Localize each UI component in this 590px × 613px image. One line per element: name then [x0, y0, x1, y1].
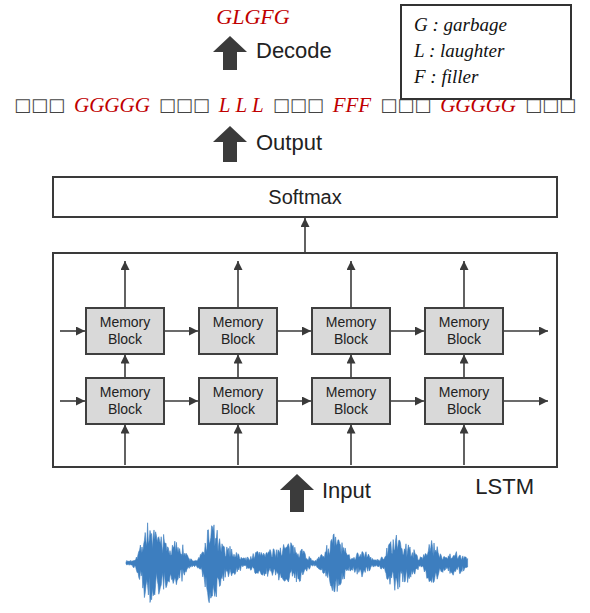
flow-arrow [237, 355, 239, 378]
blank-symbols: □□□ [273, 95, 324, 116]
blank-symbols: □□□ [14, 95, 65, 116]
box-label: Memory Block [319, 384, 383, 416]
signal-arrow [60, 400, 85, 402]
audio-waveform [126, 523, 468, 603]
box-label: Memory Block [93, 314, 157, 346]
softmax-layer: Softmax [52, 176, 558, 218]
flow-arrow [391, 400, 424, 402]
box-label: Memory Block [93, 384, 157, 416]
flow-arrow [278, 400, 311, 402]
signal-arrow [350, 425, 352, 465]
signal-arrow [124, 425, 126, 465]
stage-label: Decode [256, 38, 332, 63]
legend-entry: L : laughter [414, 38, 560, 64]
blank-symbols: □□□ [159, 95, 210, 116]
box-label: Memory Block [206, 384, 270, 416]
flow-arrow [165, 400, 198, 402]
input-arrow [280, 474, 314, 512]
memory-block: Memory Block [424, 377, 504, 424]
signal-arrow [504, 400, 548, 402]
memory-block: Memory Block [85, 377, 165, 424]
legend-entry: F : filler [414, 64, 560, 90]
box-label: Memory Block [206, 314, 270, 346]
frame-labels: FFF [333, 93, 371, 117]
signal-arrow [60, 330, 85, 332]
memory-block: Memory Block [198, 377, 278, 424]
decode-arrow [213, 36, 247, 70]
legend-entry: G : garbage [414, 12, 560, 38]
signal-arrow [237, 425, 239, 465]
box-label: Memory Block [432, 314, 496, 346]
memory-block: Memory Block [424, 307, 504, 354]
flow-arrow [350, 355, 352, 378]
flow-arrow [278, 330, 311, 332]
decoded-result: GLGFG [153, 4, 353, 29]
box-label: Memory Block [319, 314, 383, 346]
signal-arrow [463, 425, 465, 465]
flow-arrow [124, 355, 126, 378]
flow-arrow [304, 218, 306, 252]
layer-title: LSTM [475, 474, 534, 500]
frame-labels: L L L [219, 93, 264, 117]
waveform-path [126, 523, 468, 603]
output-arrow [213, 126, 247, 162]
lstm-layer: LSTMMemory BlockMemory BlockMemory Block… [52, 252, 558, 468]
flow-arrow [463, 355, 465, 378]
signal-arrow [463, 261, 465, 307]
memory-block: Memory Block [85, 307, 165, 354]
signal-arrow [124, 261, 126, 307]
frame-labels: GGGGG [74, 93, 150, 117]
flow-arrow [391, 330, 424, 332]
stage-label: Output [256, 130, 322, 155]
legend-box: G : garbageL : laughterF : filler [400, 4, 572, 100]
memory-block: Memory Block [311, 377, 391, 424]
flow-arrow [165, 330, 198, 332]
memory-block: Memory Block [198, 307, 278, 354]
box-label: Softmax [268, 186, 341, 209]
box-label: Memory Block [432, 384, 496, 416]
signal-arrow [237, 261, 239, 307]
signal-arrow [350, 261, 352, 307]
memory-block: Memory Block [311, 307, 391, 354]
stage-label: Input [322, 478, 371, 503]
signal-arrow [504, 330, 548, 332]
